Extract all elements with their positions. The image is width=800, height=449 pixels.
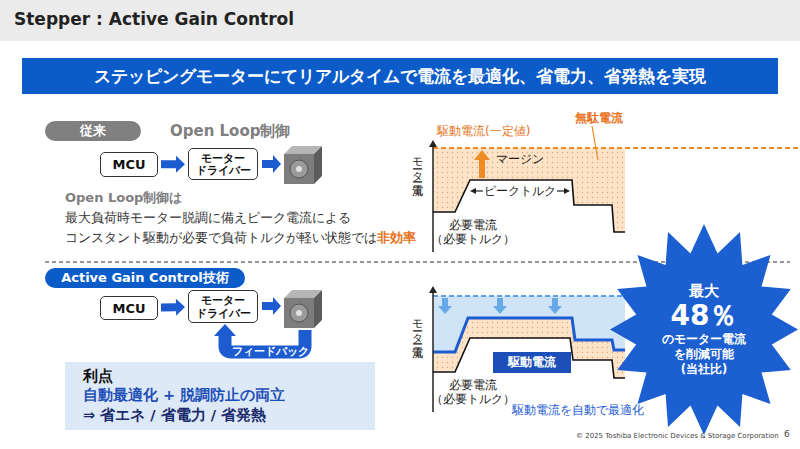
section-tag: 従来 <box>45 121 141 141</box>
driver-box: モーター ドライバー <box>188 148 258 180</box>
node-text: 従来 <box>80 122 106 140</box>
drive-current-curve <box>433 318 625 352</box>
header-band <box>0 0 800 41</box>
node-text: 利点 <box>83 367 113 387</box>
leader-line <box>592 126 598 160</box>
axis-arrow <box>429 286 437 293</box>
constant-current-line <box>433 147 800 149</box>
node-text: 48％ <box>671 301 738 332</box>
axis-arrow <box>429 140 437 147</box>
reduce-arrow <box>438 298 452 314</box>
feedback-arrow-head <box>214 324 236 336</box>
former-current-line <box>433 295 625 297</box>
slide-title: Stepper : Active Gain Control <box>14 9 294 29</box>
node-text: Active Gain Control技術 <box>61 269 229 287</box>
headline-band: ステッピングモーターにてリアルタイムで電流を最適化、省電力、省発熱を実現 <box>22 58 778 94</box>
chart-label: マージン <box>496 152 544 166</box>
section-heading: Open Loop制御 <box>170 122 290 140</box>
margin-arrow <box>474 150 490 178</box>
axis-label: モーター電流 <box>411 150 424 176</box>
drive-arrow <box>262 155 281 173</box>
chart-label: 駆動電流を自動で最適化 <box>512 403 644 417</box>
node-text: MCU <box>112 157 145 172</box>
node-text: ⇒ 省エネ / 省電力 / 省発熱 <box>83 406 266 426</box>
reduce-arrow <box>548 298 562 314</box>
margin-area <box>433 318 625 378</box>
chart-label: 無駄電流 <box>575 111 623 125</box>
note-text: コンスタント駆動が必要で負荷トルクが軽い状態では <box>65 230 377 246</box>
span-arrow-head <box>470 188 476 194</box>
chart-label: 必要電流 （必要トルク） <box>428 218 518 247</box>
flow-arrow <box>161 156 185 173</box>
node-text: ステッピングモーターにてリアルタイムで電流を最適化、省電力、省発熱を実現 <box>94 65 706 88</box>
node-text: のモーター電流 を削減可能 <box>659 332 749 362</box>
node-text: (当社比) <box>681 362 728 377</box>
axis-label: モーター電流 <box>411 312 424 338</box>
mcu-box: MCU <box>100 296 158 320</box>
span-arrow-head <box>564 188 570 194</box>
page-number: 6 <box>784 429 790 440</box>
node-text: 最大 <box>689 282 719 301</box>
required-current-curve <box>433 338 625 378</box>
feedback-label: フィードバック <box>232 345 309 358</box>
node-text: MCU <box>112 301 145 316</box>
flow-arrow <box>161 299 185 316</box>
reduce-arrow <box>493 298 507 314</box>
mcu-box: MCU <box>100 152 158 177</box>
chart-label: ピークトルク <box>484 184 556 198</box>
benefit-box: 利点自動最適化 + 脱調防止の両立⇒ 省エネ / 省電力 / 省発熱 <box>65 362 375 430</box>
motor-illustration <box>284 146 322 184</box>
note-heading: Open Loop制御は <box>65 190 182 206</box>
node-text: 自動最適化 + 脱調防止の両立 <box>83 386 285 406</box>
node-text: モーター ドライバー <box>189 152 257 176</box>
node-text: モーター ドライバー <box>189 294 257 318</box>
drive-arrow <box>262 297 281 315</box>
chart-label: 駆動電流(一定値) <box>437 124 530 138</box>
note-emphasis: 非効率 <box>377 230 416 246</box>
drive-current-tag: 駆動電流 <box>493 352 571 373</box>
driver-box: モーター ドライバー <box>188 290 258 323</box>
section-tag: Active Gain Control技術 <box>45 268 245 288</box>
copyright: © 2025 Toshiba Electronic Devices & Stor… <box>576 432 779 440</box>
note-text: 最大負荷時モーター脱調に備えピーク電流による <box>65 210 351 226</box>
chart-label: 必要電流 （必要トルク） <box>428 378 518 407</box>
node-text: 駆動電流 <box>508 354 556 371</box>
motor-illustration <box>284 290 322 328</box>
